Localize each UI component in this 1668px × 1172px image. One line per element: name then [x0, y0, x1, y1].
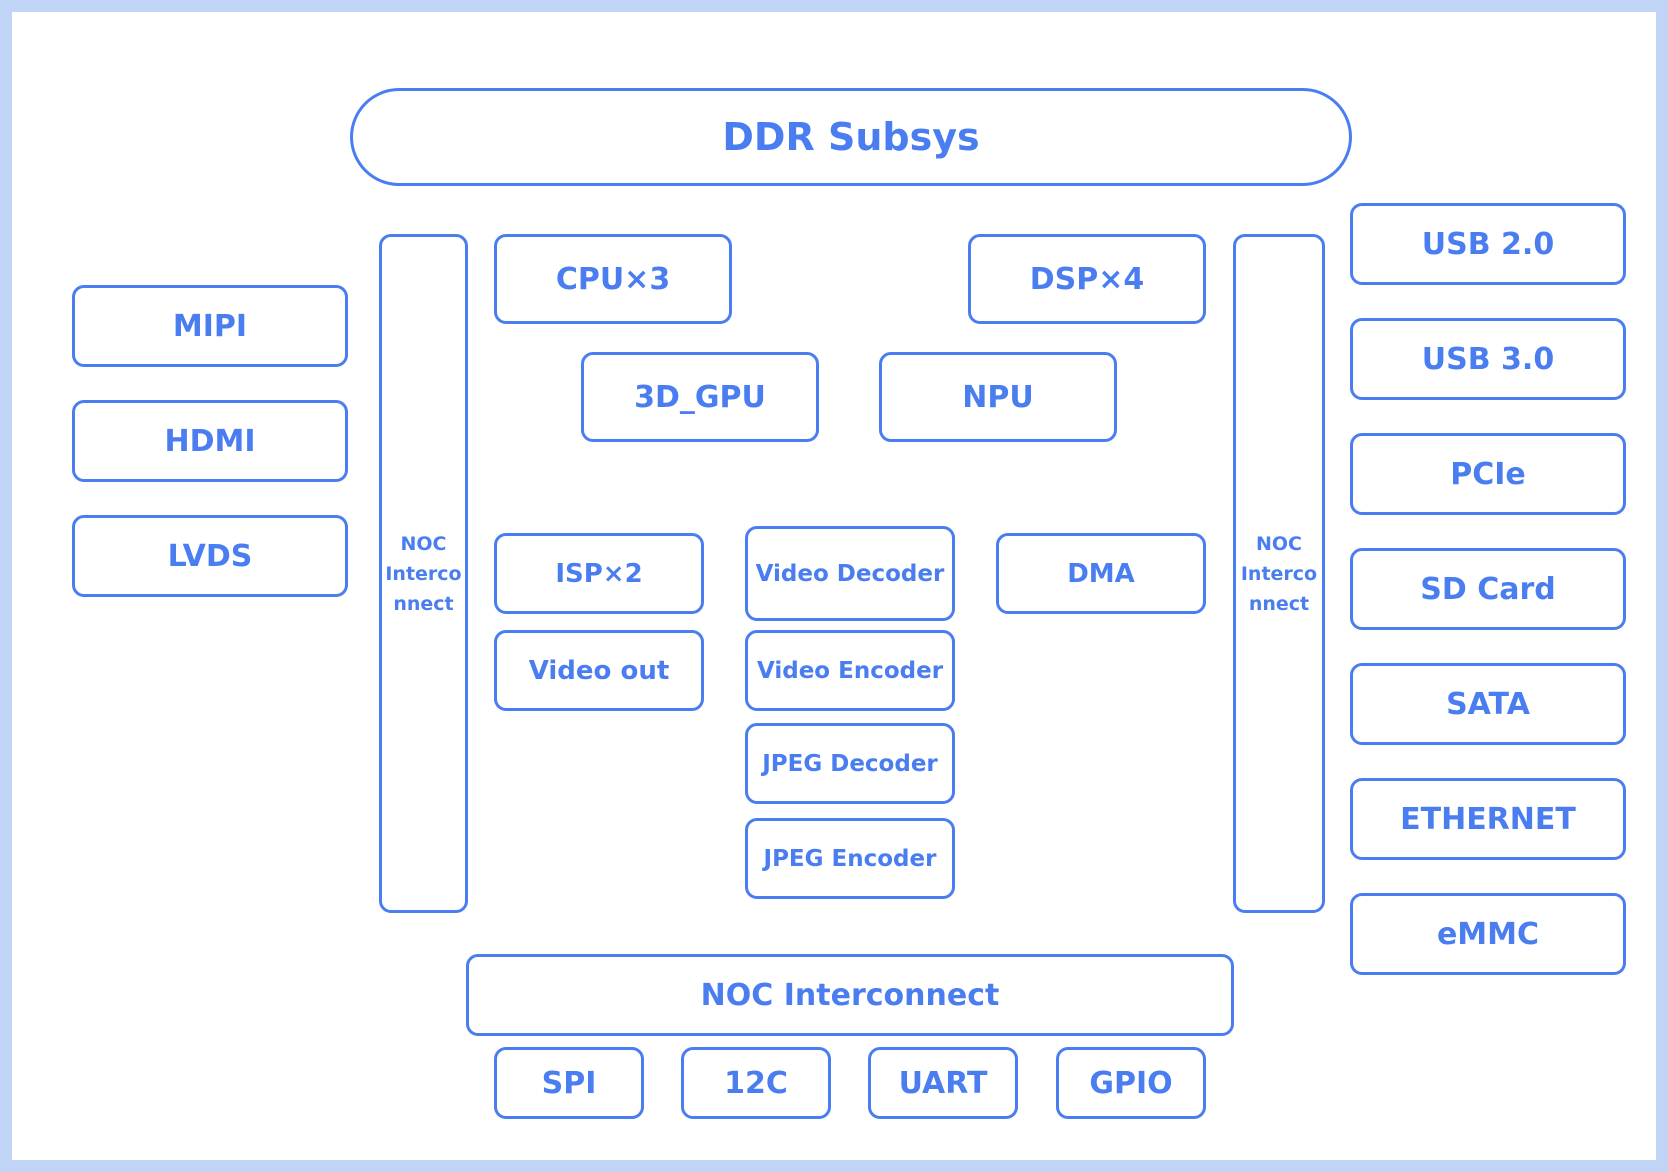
noc-bottom-label: NOC Interconnect: [700, 977, 1000, 1013]
video-out-block: Video out: [494, 630, 704, 711]
io-block-uart: UART: [868, 1047, 1018, 1119]
noc-interconnect-right: NOC Interco nnect: [1233, 234, 1325, 913]
io-label: SATA: [1446, 686, 1530, 722]
io-block-ethernet: ETHERNET: [1350, 778, 1626, 860]
jpeg-encoder-label: JPEG Encoder: [763, 845, 937, 872]
io-label: 12C: [724, 1065, 788, 1101]
io-block-usb2: USB 2.0: [1350, 203, 1626, 285]
gpu-block: 3D_GPU: [581, 352, 819, 442]
io-block-sd-card: SD Card: [1350, 548, 1626, 630]
noc-label-line: Interco: [385, 562, 462, 585]
jpeg-decoder-block: JPEG Decoder: [745, 723, 955, 804]
gpu-label: 3D_GPU: [634, 379, 766, 415]
io-label: USB 3.0: [1421, 341, 1555, 377]
io-block-pcie: PCIe: [1350, 433, 1626, 515]
jpeg-encoder-block: JPEG Encoder: [745, 818, 955, 899]
io-block-gpio: GPIO: [1056, 1047, 1206, 1119]
io-label: HDMI: [164, 423, 256, 459]
isp-label: ISP×2: [555, 558, 643, 589]
npu-block: NPU: [879, 352, 1117, 442]
noc-interconnect-left: NOC Interco nnect: [379, 234, 468, 913]
io-label: SD Card: [1420, 571, 1556, 607]
noc-label-line: nnect: [393, 592, 454, 615]
video-encoder-label: Video Encoder: [756, 657, 944, 684]
io-label: SPI: [541, 1065, 597, 1101]
npu-label: NPU: [962, 379, 1034, 415]
io-block-lvds: LVDS: [72, 515, 348, 597]
ddr-subsys-block: DDR Subsys: [350, 88, 1352, 186]
ddr-subsys-label: DDR Subsys: [722, 115, 980, 159]
video-decoder-label: Video Decoder: [755, 560, 945, 587]
io-label: GPIO: [1089, 1065, 1173, 1101]
io-block-sata: SATA: [1350, 663, 1626, 745]
io-block-hdmi: HDMI: [72, 400, 348, 482]
noc-label-line: Interco: [1240, 562, 1318, 585]
io-label: ETHERNET: [1400, 801, 1576, 837]
io-block-12c: 12C: [681, 1047, 831, 1119]
video-decoder-block: Video Decoder: [745, 526, 955, 621]
cpu-label: CPU×3: [555, 261, 671, 297]
jpeg-decoder-label: JPEG Decoder: [762, 750, 938, 777]
io-block-emmc: eMMC: [1350, 893, 1626, 975]
io-label: UART: [898, 1065, 988, 1101]
io-block-spi: SPI: [494, 1047, 644, 1119]
noc-interconnect-bottom: NOC Interconnect: [466, 954, 1234, 1036]
video-encoder-block: Video Encoder: [745, 630, 955, 711]
io-block-usb3: USB 3.0: [1350, 318, 1626, 400]
cpu-block: CPU×3: [494, 234, 732, 324]
noc-label-line: nnect: [1248, 592, 1310, 615]
noc-label-line: NOC: [1256, 532, 1302, 555]
io-label: PCIe: [1450, 456, 1526, 492]
dsp-block: DSP×4: [968, 234, 1206, 324]
dsp-label: DSP×4: [1029, 261, 1145, 297]
io-block-mipi: MIPI: [72, 285, 348, 367]
video-out-label: Video out: [528, 655, 670, 686]
io-label: eMMC: [1436, 916, 1540, 952]
dma-block: DMA: [996, 533, 1206, 614]
noc-label-line: NOC: [400, 532, 447, 555]
io-label: MIPI: [172, 308, 248, 344]
io-label: LVDS: [167, 538, 253, 574]
isp-block: ISP×2: [494, 533, 704, 614]
dma-label: DMA: [1067, 558, 1135, 589]
io-label: USB 2.0: [1421, 226, 1555, 262]
